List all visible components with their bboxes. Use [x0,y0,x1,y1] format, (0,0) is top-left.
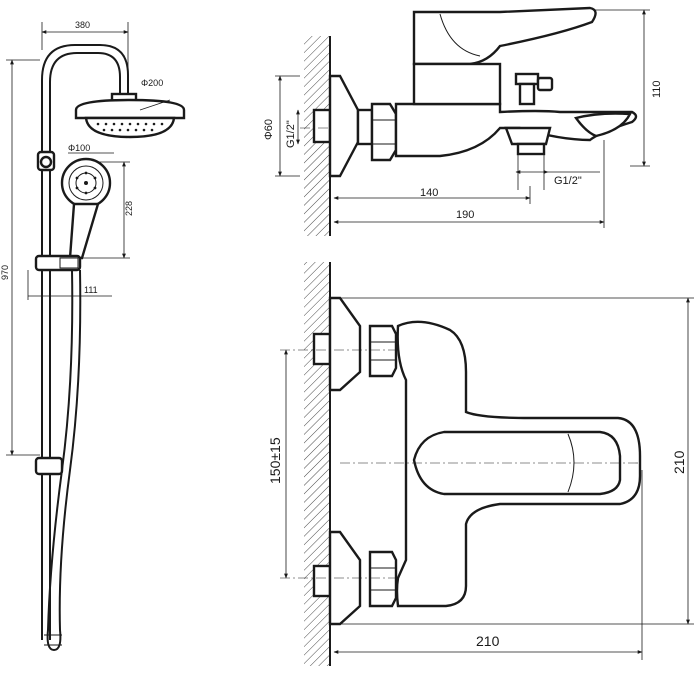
shower-hose [46,269,82,652]
dim-outlet-distance: 140 [420,187,438,199]
dim-hand-diameter: Φ100 [68,143,90,153]
dim-body-diameter: Φ60 [263,119,275,140]
dim-head-diameter: Φ200 [141,78,163,88]
diverter-knob [39,155,53,169]
dim-inlet-thread: G1/2" [285,120,297,148]
dim-total-height: 970 [0,265,10,280]
sliding-bracket [34,254,82,272]
shower-set-view: 380 970 Φ200 Φ100 228 111 [0,20,186,652]
dim-hand-height: 228 [124,201,134,216]
lower-bracket [34,456,64,476]
faucet-top-view: 150±15 210 210 [267,262,694,666]
dim-width: 210 [476,633,500,649]
lever-handle [412,6,597,66]
hand-shower [60,157,112,260]
faucet-side-view: Φ60 G1/2" G1/2" 140 190 110 [263,6,663,236]
dim-inlet-spacing: 150±15 [267,437,283,484]
dim-outlet-thread: G1/2" [554,175,582,187]
dim-rail-arm-width: 380 [75,20,90,30]
outlet-thread [516,142,546,156]
dim-depth: 210 [671,450,687,474]
dim-total-depth: 190 [456,209,474,221]
wall-hatch-bottom [304,262,330,666]
riser-pipe [41,44,129,640]
hex-nut [370,102,398,162]
dim-bracket-offset: 111 [84,285,98,295]
dim-height: 110 [651,80,663,98]
wall-escutcheon [328,74,360,178]
